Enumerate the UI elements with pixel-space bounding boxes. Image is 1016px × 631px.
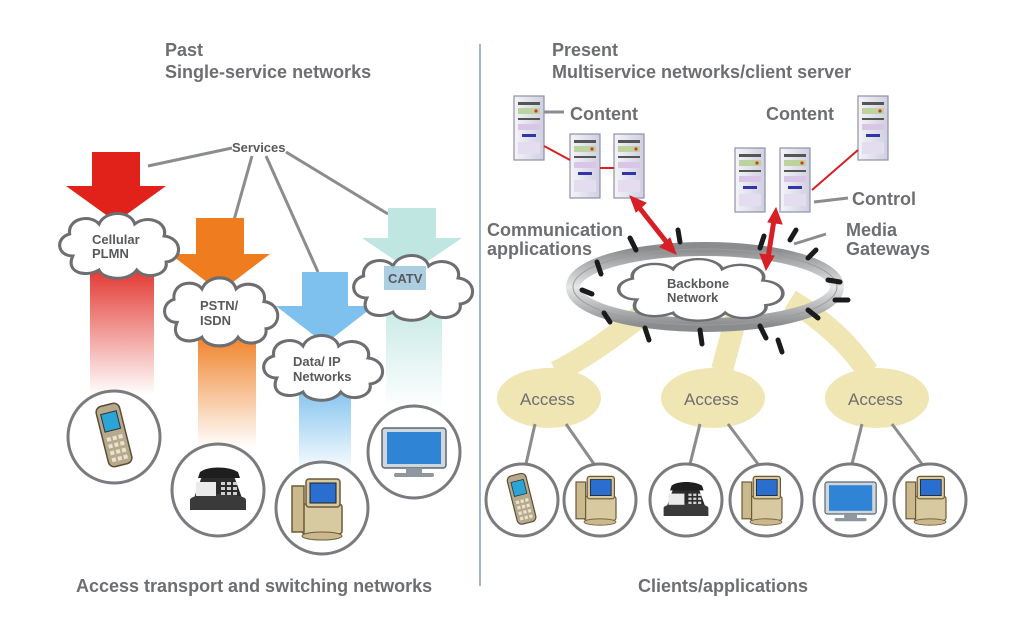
link-arrows bbox=[629, 195, 783, 272]
control-label: Control bbox=[852, 189, 916, 209]
past-phone-device bbox=[170, 442, 266, 538]
access-label-3: Access bbox=[848, 390, 903, 409]
backbone-cloud: Backbone Network bbox=[616, 257, 785, 323]
pstn-cloud: PSTN/ ISDN bbox=[162, 276, 280, 348]
pstn-line1: PSTN/ bbox=[200, 298, 239, 313]
backbone-line2: Network bbox=[667, 290, 719, 305]
cellular-line1: Cellular bbox=[92, 232, 140, 247]
server-group-left bbox=[513, 95, 645, 199]
data-ip-line1: Data/ IP bbox=[293, 354, 341, 369]
desktop-computer-icon bbox=[291, 478, 343, 541]
client-4 bbox=[728, 462, 804, 538]
client-connectors bbox=[524, 423, 924, 465]
access-label-1: Access bbox=[520, 390, 575, 409]
client-6 bbox=[892, 462, 968, 538]
catv-cloud: CATV bbox=[352, 253, 475, 322]
comm-apps-line2: applications bbox=[487, 239, 592, 259]
cellular-line2: PLMN bbox=[92, 246, 129, 261]
catv-label: CATV bbox=[388, 271, 423, 286]
services-connectors bbox=[147, 146, 389, 273]
present-footer: Clients/applications bbox=[638, 576, 808, 596]
server-tower-icon bbox=[513, 95, 545, 161]
backbone-ring bbox=[566, 227, 851, 355]
desktop-computer-icon bbox=[575, 475, 617, 526]
pstn-arrow bbox=[170, 218, 270, 292]
cellular-arrow bbox=[66, 152, 166, 222]
cellular-cloud: Cellular PLMN bbox=[58, 211, 181, 280]
access-zone-1 bbox=[497, 368, 601, 428]
past-footer: Access transport and switching networks bbox=[76, 576, 432, 596]
pstn-column bbox=[198, 330, 256, 448]
comm-apps-line1: Communication bbox=[487, 220, 623, 240]
present-heading: Present bbox=[552, 40, 618, 60]
server-tower-icon bbox=[613, 133, 645, 199]
media-gateways-line2: Gateways bbox=[846, 239, 930, 259]
media-gateways-line1: Media bbox=[846, 220, 898, 240]
catv-arrow bbox=[362, 208, 462, 272]
past-subheading: Single-service networks bbox=[165, 62, 371, 82]
client-3 bbox=[648, 462, 724, 538]
pstn-line2: ISDN bbox=[200, 313, 231, 328]
client-2 bbox=[562, 462, 638, 538]
past-tv-device bbox=[366, 404, 462, 500]
backbone-line1: Backbone bbox=[667, 276, 729, 291]
server-tower-icon bbox=[734, 147, 766, 213]
access-zone-3 bbox=[825, 368, 929, 428]
client-5 bbox=[812, 462, 888, 538]
content-left-label: Content bbox=[570, 104, 638, 124]
desktop-computer-icon bbox=[741, 475, 783, 526]
data-ip-line2: Networks bbox=[293, 369, 352, 384]
services-label: Services bbox=[232, 140, 286, 155]
access-zone-2 bbox=[661, 368, 765, 428]
past-mobile-device bbox=[66, 389, 162, 485]
server-tower-icon bbox=[857, 95, 889, 161]
media-gateway-pointer bbox=[793, 232, 827, 246]
client-1 bbox=[484, 462, 560, 538]
server-tower-icon bbox=[779, 147, 811, 213]
past-computer-device bbox=[274, 460, 370, 556]
server-tower-icon bbox=[569, 133, 601, 199]
access-label-2: Access bbox=[684, 390, 739, 409]
data-ip-cloud: Data/ IP Networks bbox=[262, 333, 385, 402]
server-group-right bbox=[734, 95, 889, 213]
desktop-computer-icon bbox=[905, 475, 947, 526]
data-ip-arrow bbox=[276, 272, 374, 344]
past-heading: Past bbox=[165, 40, 203, 60]
content-right-label: Content bbox=[766, 104, 834, 124]
present-subheading: Multiservice networks/client server bbox=[552, 62, 851, 82]
